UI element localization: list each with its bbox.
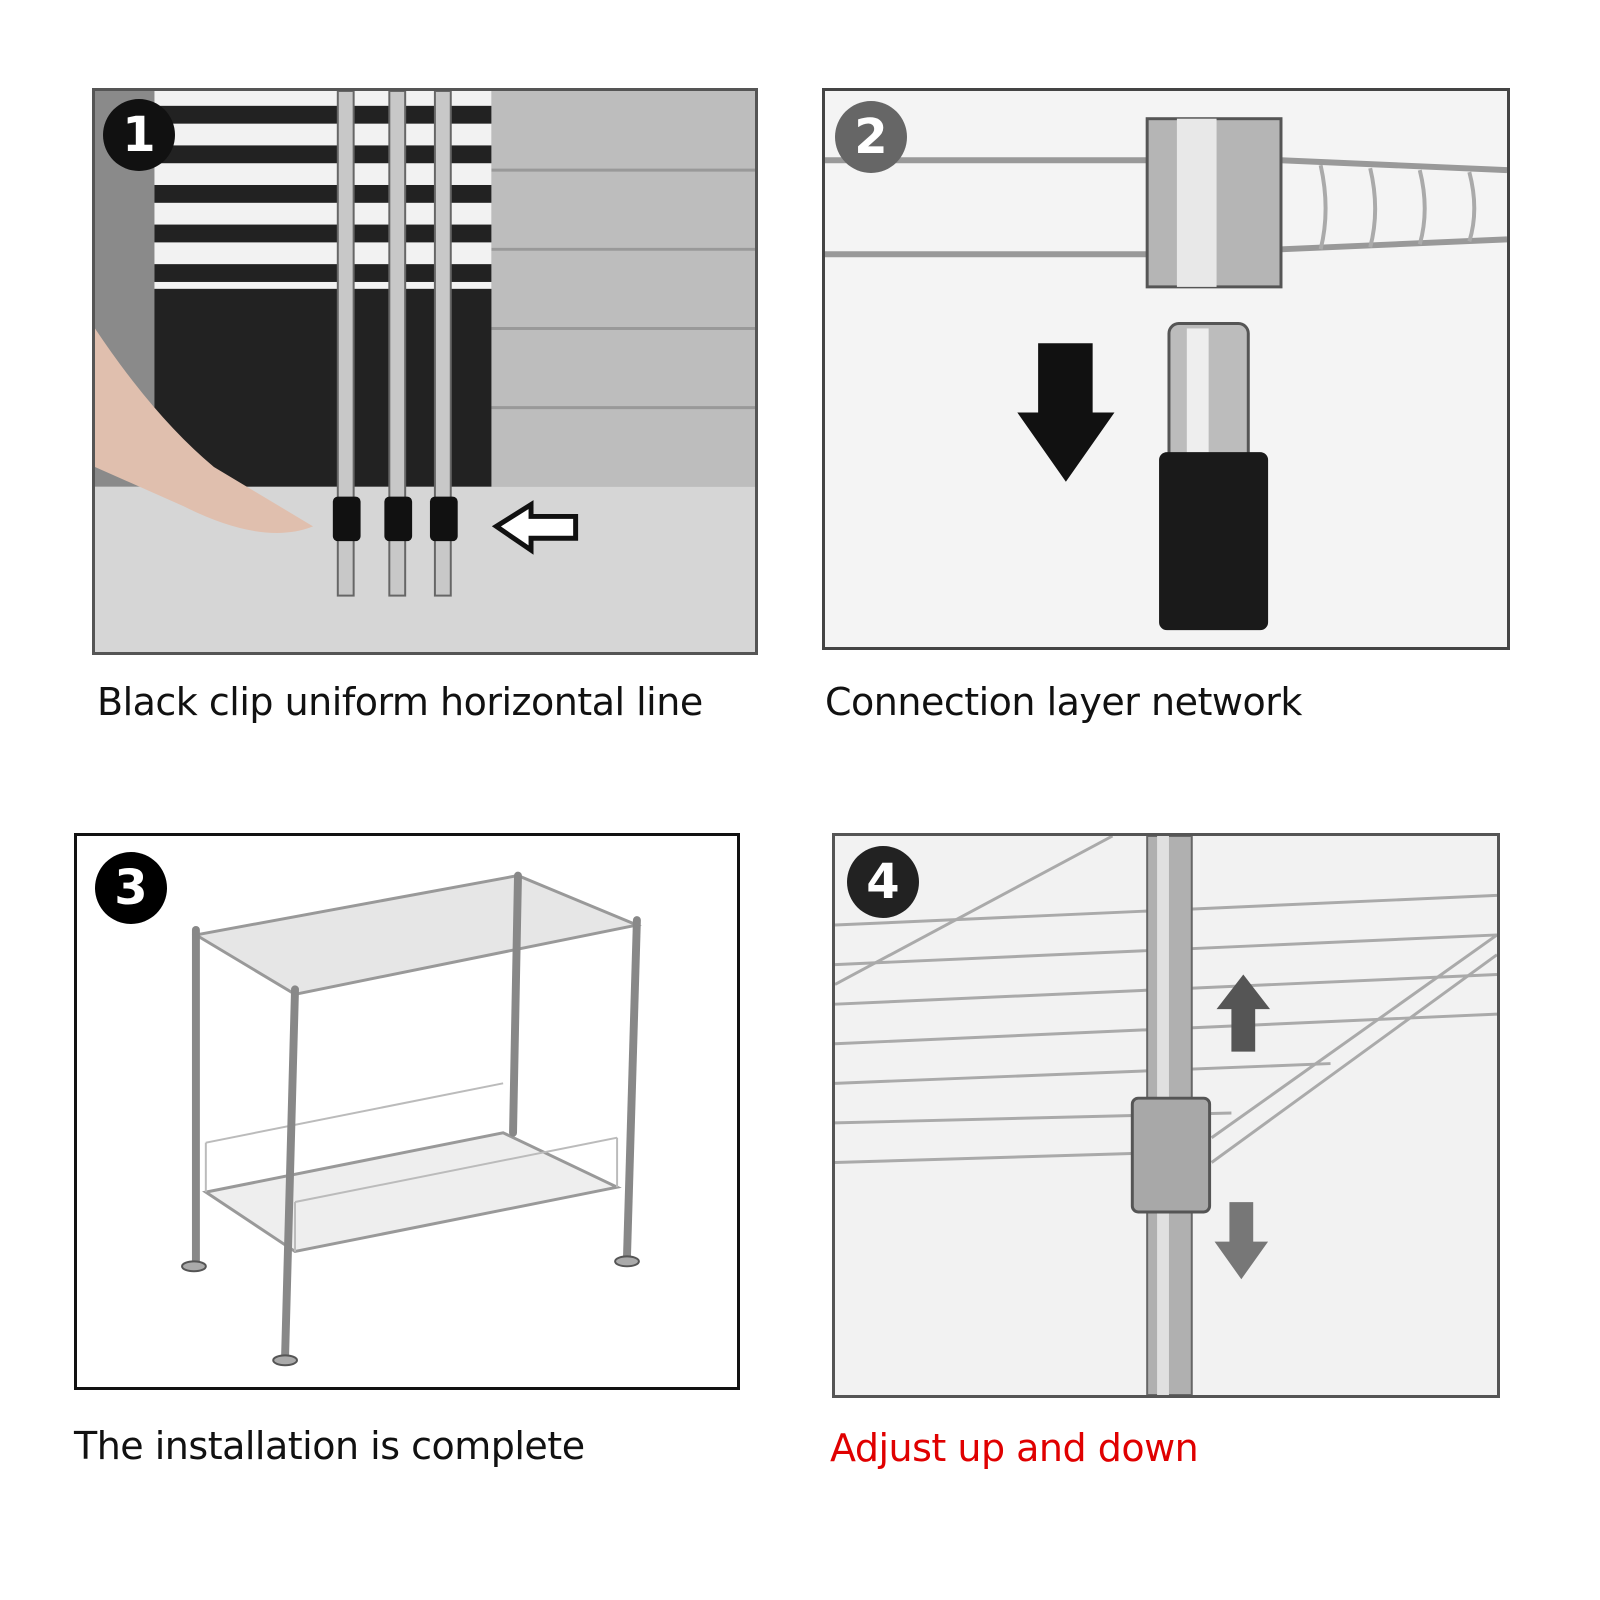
step-1-photo: 1 bbox=[92, 88, 758, 655]
connector-sleeve-illustration bbox=[825, 117, 1507, 631]
step-2-caption: Connection layer network bbox=[825, 680, 1302, 724]
assembled-shelf-illustration bbox=[181, 871, 642, 1367]
step-4-caption: Adjust up and down bbox=[830, 1426, 1199, 1470]
step-3-caption: The installation is complete bbox=[74, 1424, 585, 1468]
step-4-badge: 4 bbox=[847, 846, 919, 918]
step-1-caption: Black clip uniform horizontal line bbox=[97, 680, 703, 724]
poles-with-clips-illustration bbox=[95, 91, 755, 652]
step-3-photo: 3 bbox=[74, 833, 740, 1390]
step-4-photo: 4 bbox=[832, 833, 1500, 1398]
step-1-badge: 1 bbox=[103, 99, 175, 171]
step-3-badge: 3 bbox=[95, 852, 167, 924]
adjustable-shelf-illustration bbox=[835, 836, 1497, 1395]
step-2-badge: 2 bbox=[835, 101, 907, 173]
step-2-photo: 2 bbox=[822, 88, 1510, 650]
